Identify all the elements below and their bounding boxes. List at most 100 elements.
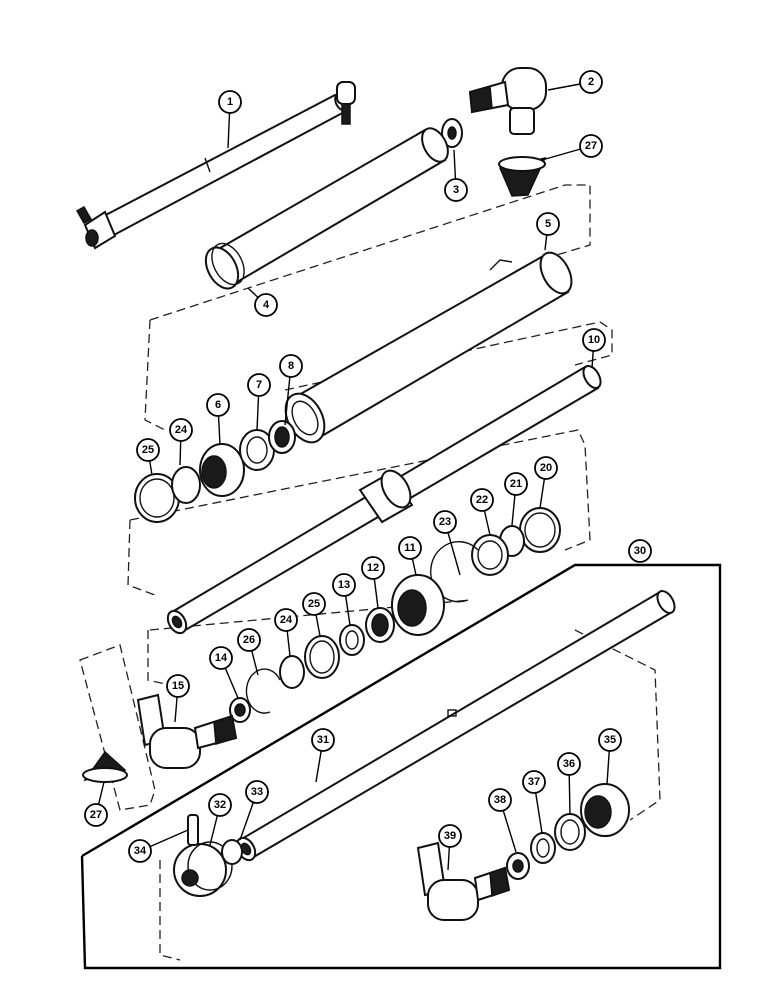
callout-15: 15 <box>166 674 190 723</box>
callout-3: 3 <box>444 149 468 202</box>
part-34-pin <box>187 814 199 846</box>
callout-circle <box>470 488 494 512</box>
part-31-kit-rod <box>235 590 676 862</box>
callout-2: 2 <box>547 70 603 94</box>
seal-stack-lower <box>229 507 561 723</box>
callout-circle <box>245 780 269 804</box>
callout-number: 32 <box>214 799 226 811</box>
dashed-boundary-end <box>79 644 156 811</box>
callout-35: 35 <box>598 728 622 785</box>
callout-circle <box>488 788 512 812</box>
callout-number: 24 <box>175 424 188 436</box>
part-27-boot-lower <box>82 750 128 783</box>
callout-circle <box>84 803 108 827</box>
callout-number: 6 <box>215 399 221 411</box>
callout-20: 20 <box>534 456 558 509</box>
callout-circle <box>522 770 546 794</box>
callout-24: 24 <box>169 418 193 466</box>
callout-number: 30 <box>634 545 646 557</box>
kit-seal-stack <box>506 783 630 880</box>
callout-number: 27 <box>90 809 102 821</box>
part-5-barrel <box>284 251 573 444</box>
part-4-tube <box>204 127 449 290</box>
callout-number: 22 <box>476 494 488 506</box>
callout-circle <box>582 328 606 352</box>
callout-number: 15 <box>172 680 184 692</box>
callout-circle <box>444 178 468 202</box>
part-32-piston <box>173 841 233 897</box>
callout-12: 12 <box>361 556 385 609</box>
callout-circle <box>534 456 558 480</box>
callout-14: 14 <box>209 646 239 699</box>
callout-number: 39 <box>444 830 456 842</box>
callout-number: 37 <box>528 776 540 788</box>
callout-24: 24 <box>274 608 298 657</box>
callout-circle <box>247 373 271 397</box>
callout-circle <box>579 70 603 94</box>
callout-37: 37 <box>522 770 546 834</box>
part-2-tie-rod-end <box>468 67 547 135</box>
callout-26: 26 <box>237 628 261 676</box>
callout-number: 31 <box>317 734 329 746</box>
part-3-nut <box>441 118 463 148</box>
callout-number: 34 <box>134 845 147 857</box>
callout-number: 38 <box>494 794 506 806</box>
callout-10: 10 <box>582 328 606 369</box>
callout-circle <box>557 752 581 776</box>
callout-number: 1 <box>227 96 233 108</box>
callout-number: 4 <box>263 299 270 311</box>
callout-number: 7 <box>256 379 262 391</box>
dashed-boundary-kit <box>159 629 661 961</box>
callout-number: 8 <box>288 360 294 372</box>
seal-stack-upper <box>134 420 296 523</box>
callout-circle <box>218 90 242 114</box>
callout-labels: 1227345108762425202122231112132524261415… <box>84 70 652 871</box>
callout-22: 22 <box>470 488 494 536</box>
callout-number: 5 <box>545 218 551 230</box>
callout-number: 25 <box>142 444 154 456</box>
callout-27: 27 <box>541 134 603 161</box>
callout-27: 27 <box>84 781 108 827</box>
callout-number: 12 <box>367 562 379 574</box>
callout-number: 14 <box>215 652 228 664</box>
callout-circle <box>208 793 232 817</box>
callout-number: 27 <box>585 140 597 152</box>
callout-circle <box>598 728 622 752</box>
callout-1: 1 <box>218 90 242 149</box>
callout-39: 39 <box>438 824 462 871</box>
callout-21: 21 <box>504 472 528 526</box>
callout-number: 33 <box>251 786 263 798</box>
callout-number: 36 <box>563 758 575 770</box>
callout-circle <box>254 293 278 317</box>
callout-25: 25 <box>136 438 160 476</box>
callout-25: 25 <box>302 592 326 637</box>
callout-number: 3 <box>453 184 459 196</box>
callout-circle <box>361 556 385 580</box>
callout-circle <box>169 418 193 442</box>
part-27-boot-top <box>498 156 547 197</box>
part-1-assembled-cylinder <box>76 81 356 250</box>
part-39-tie-rod-end <box>416 841 511 921</box>
callout-number: 11 <box>404 542 416 554</box>
kit-frame <box>80 563 722 970</box>
callout-32: 32 <box>208 793 232 846</box>
callout-33: 33 <box>239 780 269 841</box>
callout-circle <box>332 573 356 597</box>
callout-number: 24 <box>280 614 293 626</box>
callout-circle <box>166 674 190 698</box>
callout-circle <box>302 592 326 616</box>
callout-circle <box>311 728 335 752</box>
callout-number: 35 <box>604 734 616 746</box>
callout-circle <box>398 536 422 560</box>
callout-31: 31 <box>311 728 335 783</box>
callout-23: 23 <box>433 510 461 576</box>
callout-36: 36 <box>557 752 581 816</box>
dashed-boundary-rod <box>127 321 613 596</box>
callout-number: 26 <box>243 634 255 646</box>
callout-circle <box>504 472 528 496</box>
callout-8: 8 <box>279 354 303 426</box>
callout-number: 2 <box>588 76 594 88</box>
callout-38: 38 <box>488 788 517 853</box>
callout-circle <box>279 354 303 378</box>
